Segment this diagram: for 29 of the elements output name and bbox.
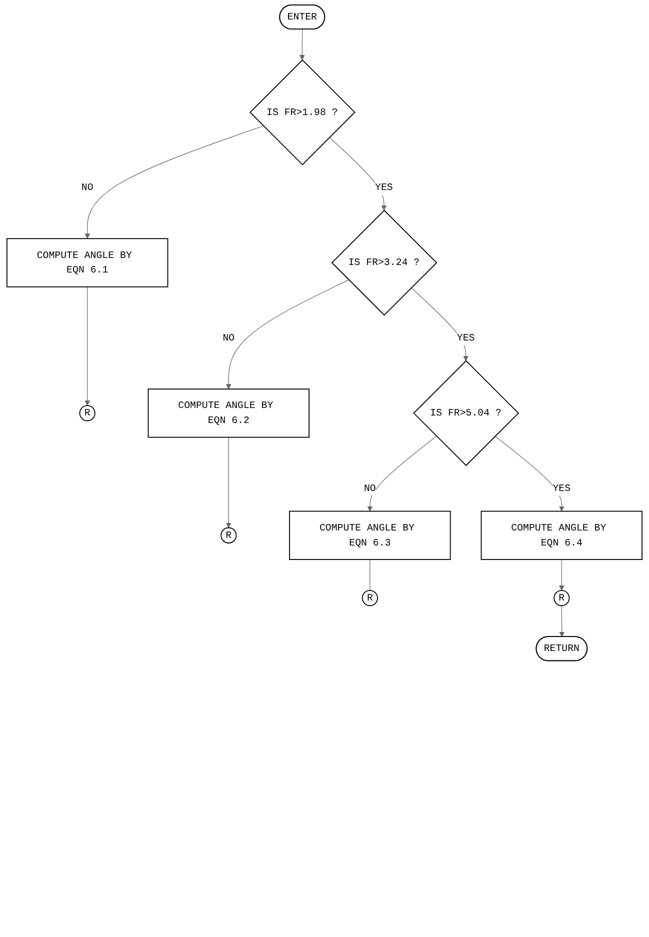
edge-label: YES: [456, 332, 475, 344]
arrow: [410, 288, 468, 362]
node-box: [6, 238, 168, 288]
edge-label: NO: [364, 482, 376, 494]
edge-label: NO: [81, 182, 94, 194]
node-circle: [79, 405, 96, 422]
node-circle: [554, 590, 570, 606]
node-diamond: [331, 210, 438, 316]
edge-label: NO: [222, 332, 235, 344]
arrow: [299, 29, 305, 60]
node-circle: [362, 590, 378, 606]
edge-label: YES: [552, 482, 571, 494]
arrow: [84, 286, 90, 406]
arrow: [84, 126, 264, 239]
edge-label: YES: [375, 182, 393, 194]
node-diamond: [413, 360, 520, 466]
node-box: [480, 510, 643, 560]
arrow: [226, 436, 232, 528]
arrow: [329, 137, 387, 211]
node-box: [289, 510, 451, 560]
flowchart: NO YES NO YES NO YES ENTER IS FR>1.98 ? COMPUTE ANGLE BY EQN 6.1 R IS FR>3.24 ? COMPUTE ANGLE BY EQN 6.2 R IS FR>5.04 ? COMPUTE ANGLE BY EQN 6.3 R COMPUTE ANGLE BY EQN 6.4 R RETURN: [2, 0, 647, 666]
arrow: [494, 436, 564, 512]
arrow: [558, 559, 564, 591]
arrow: [226, 280, 350, 390]
arrow: [559, 605, 565, 638]
arrow: [367, 436, 437, 512]
node-circle: [220, 527, 237, 544]
node-box: [148, 388, 310, 438]
node-diamond: [249, 59, 356, 166]
